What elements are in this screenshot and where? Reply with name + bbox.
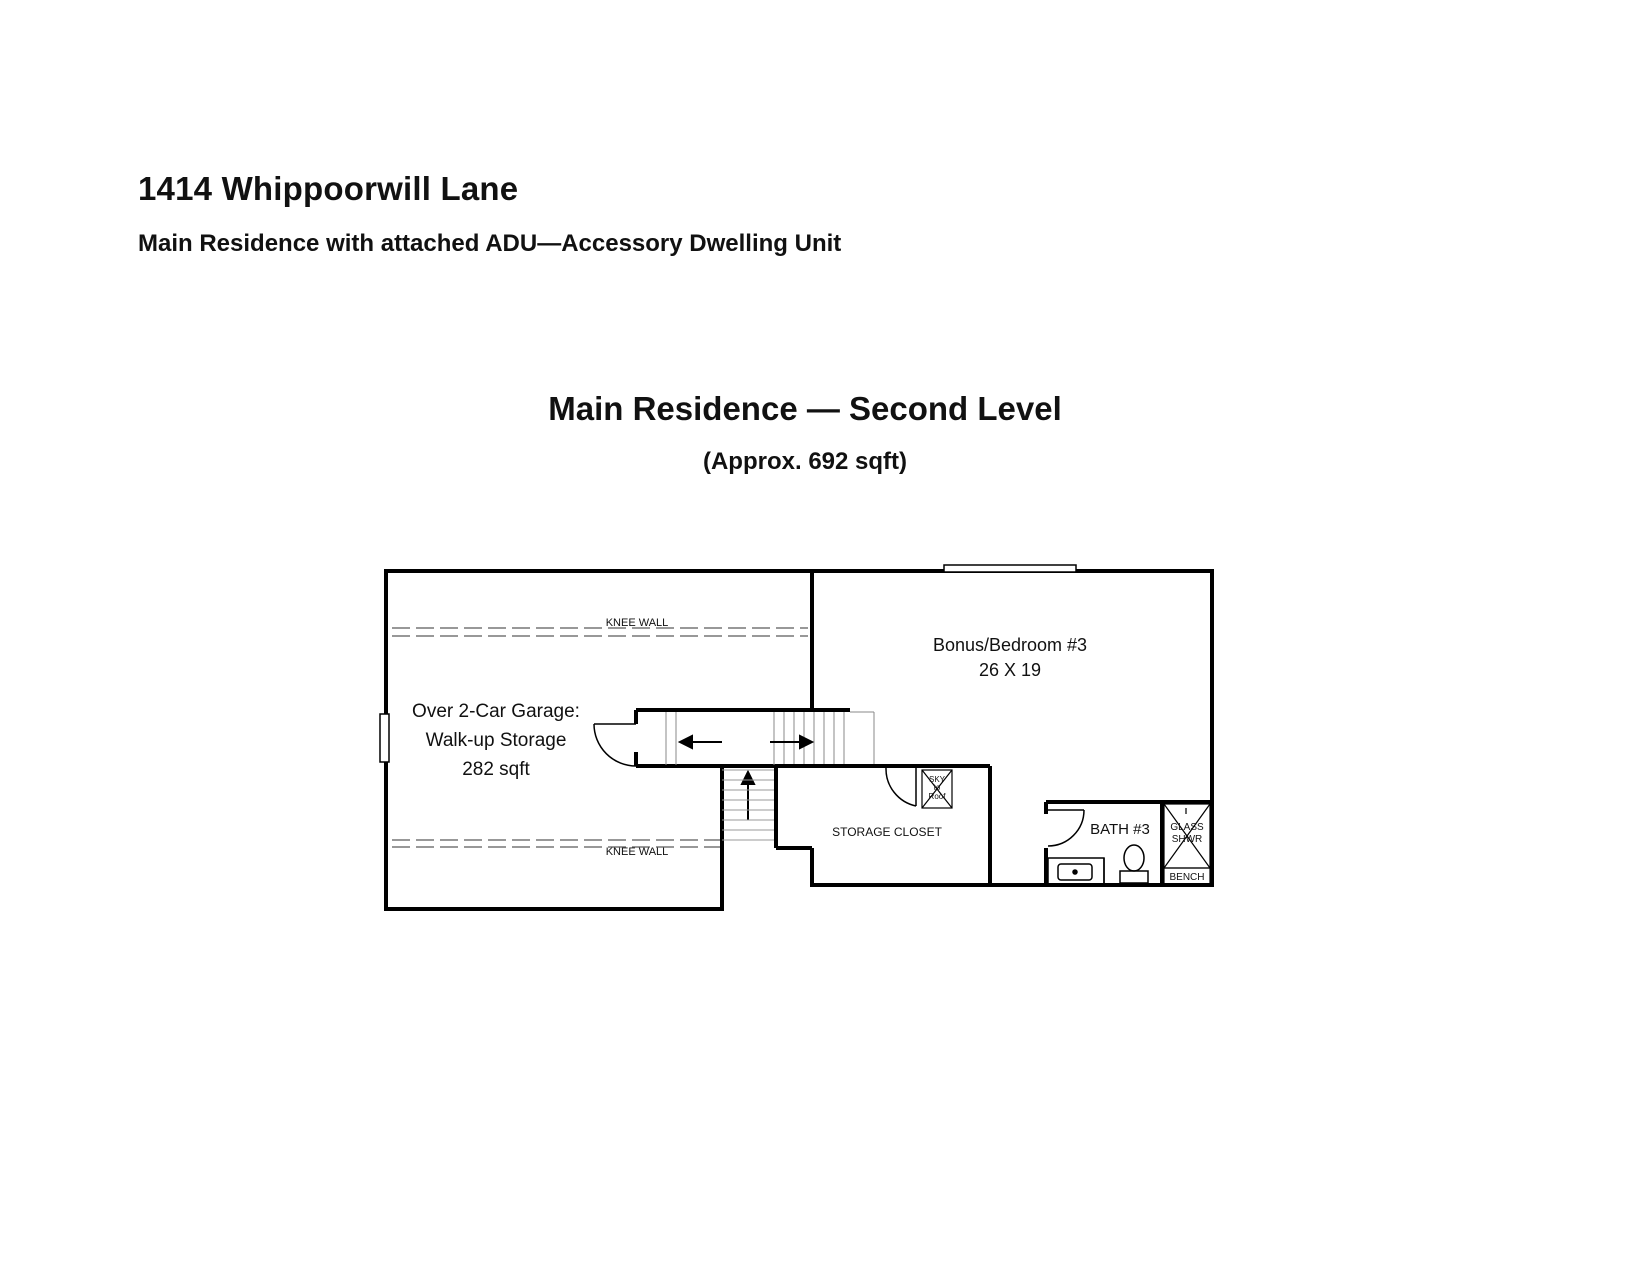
property-description: Main Residence with attached ADU—Accesso… bbox=[138, 230, 842, 257]
bath-door bbox=[1047, 809, 1085, 847]
sky-label-2: to bbox=[934, 783, 941, 792]
stair-treads-upper bbox=[665, 711, 875, 766]
closet-door bbox=[885, 767, 917, 807]
knee-wall-label-bottom: KNEE WALL bbox=[606, 846, 669, 858]
garage-storage-label-1: Over 2-Car Garage: bbox=[412, 701, 580, 722]
bath-walls bbox=[1044, 800, 1212, 885]
landing-door bbox=[593, 723, 637, 767]
glass-shower-label-1: GLASS bbox=[1170, 822, 1204, 833]
glass-shower-label-2: SHWR bbox=[1172, 834, 1203, 845]
glass-shower bbox=[1163, 803, 1211, 885]
knee-wall-lines bbox=[392, 627, 808, 848]
floor-plan-area: (Approx. 692 sqft) bbox=[702, 448, 908, 475]
bench-label: BENCH bbox=[1169, 872, 1204, 883]
floor-plan-title: Main Residence — Second Level bbox=[548, 390, 1062, 427]
bath-label: BATH #3 bbox=[1090, 821, 1150, 838]
stair-walls bbox=[634, 708, 850, 768]
sky-label-1: SKY bbox=[929, 775, 946, 784]
vanity bbox=[1047, 857, 1105, 885]
storage-closet-walls bbox=[774, 764, 992, 885]
window-top bbox=[943, 564, 1077, 573]
bonus-room-dimensions: 26 X 19 bbox=[979, 660, 1041, 680]
sky-access bbox=[921, 769, 953, 809]
storage-closet-label: STORAGE CLOSET bbox=[832, 825, 942, 839]
toilet bbox=[1119, 844, 1149, 884]
stair-treads-lower bbox=[722, 769, 776, 841]
stair-arrows bbox=[677, 734, 815, 820]
window-left bbox=[379, 713, 390, 763]
bonus-room-label: Bonus/Bedroom #3 bbox=[933, 635, 1087, 655]
sky-label-3: Roof bbox=[929, 792, 947, 801]
garage-storage-area: 282 sqft bbox=[462, 759, 530, 780]
address-title: 1414 Whippoorwill Lane bbox=[138, 170, 519, 207]
garage-storage-label-2: Walk-up Storage bbox=[426, 730, 567, 751]
knee-wall-label-top: KNEE WALL bbox=[606, 617, 669, 629]
